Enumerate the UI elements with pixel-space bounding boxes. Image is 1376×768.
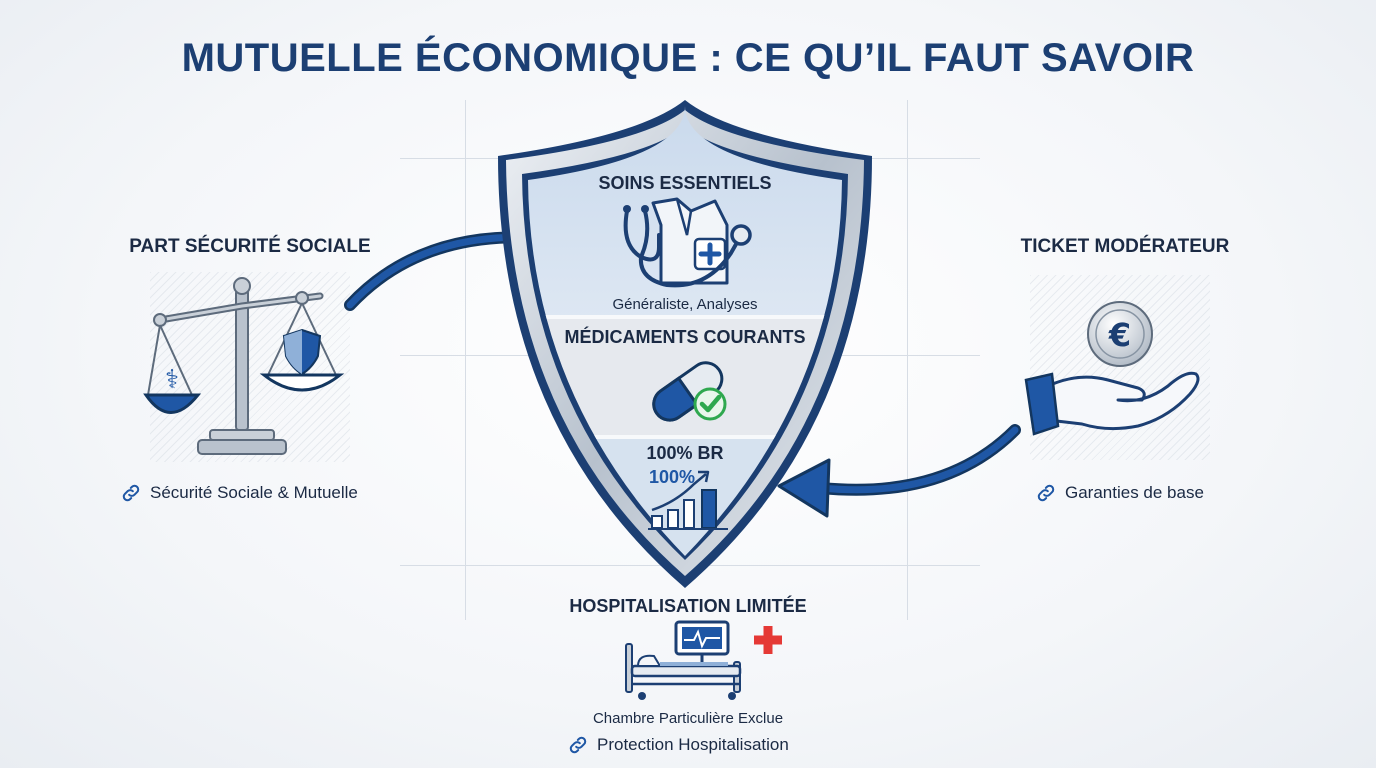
left-link-label: Sécurité Sociale & Mutuelle <box>150 483 358 502</box>
grid-line <box>465 100 466 620</box>
pill-check-icon <box>652 361 727 422</box>
bottom-link[interactable]: Protection Hospitalisation <box>567 734 789 756</box>
link-icon <box>569 736 587 754</box>
link-icon <box>122 484 140 502</box>
right-link-label: Garanties de base <box>1065 483 1204 502</box>
left-link[interactable]: Sécurité Sociale & Mutuelle <box>120 482 358 504</box>
bottom-title: HOSPITALISATION LIMITÉE <box>569 596 807 616</box>
arrow-right-to-shield <box>777 424 1021 518</box>
scales-of-justice-icon: ⚕ <box>143 277 345 455</box>
stethoscope-doctor-icon <box>623 197 752 288</box>
link-icon <box>1037 484 1055 502</box>
svg-text:€: € <box>1108 316 1131 354</box>
bottom-subtitle: Chambre Particulière Exclue <box>592 710 784 727</box>
right-link[interactable]: Garanties de base <box>1035 482 1204 504</box>
shield-section3-title: 100% BR <box>646 443 724 463</box>
growth-bar-chart-icon <box>648 470 728 530</box>
shield-section1-subtitle: Généraliste, Analyses <box>612 296 758 313</box>
shield-section3-value: 100% <box>649 467 696 487</box>
shield-section1-title: SOINS ESSENTIELS <box>598 173 772 193</box>
svg-text:⚕: ⚕ <box>165 365 179 395</box>
hospital-bed-icon <box>625 620 782 700</box>
right-title: TICKET MODÉRATEUR <box>1020 236 1230 257</box>
shield-section2-title: MÉDICAMENTS COURANTS <box>564 327 806 347</box>
bottom-link-label: Protection Hospitalisation <box>597 735 789 754</box>
left-title: PART SÉCURITÉ SOCIALE <box>129 236 371 257</box>
hand-euro-coin-icon: € <box>1024 301 1200 436</box>
grid-line <box>907 100 908 620</box>
page-title: MUTUELLE ÉCONOMIQUE : CE QU’IL FAUT SAVO… <box>181 36 1195 80</box>
